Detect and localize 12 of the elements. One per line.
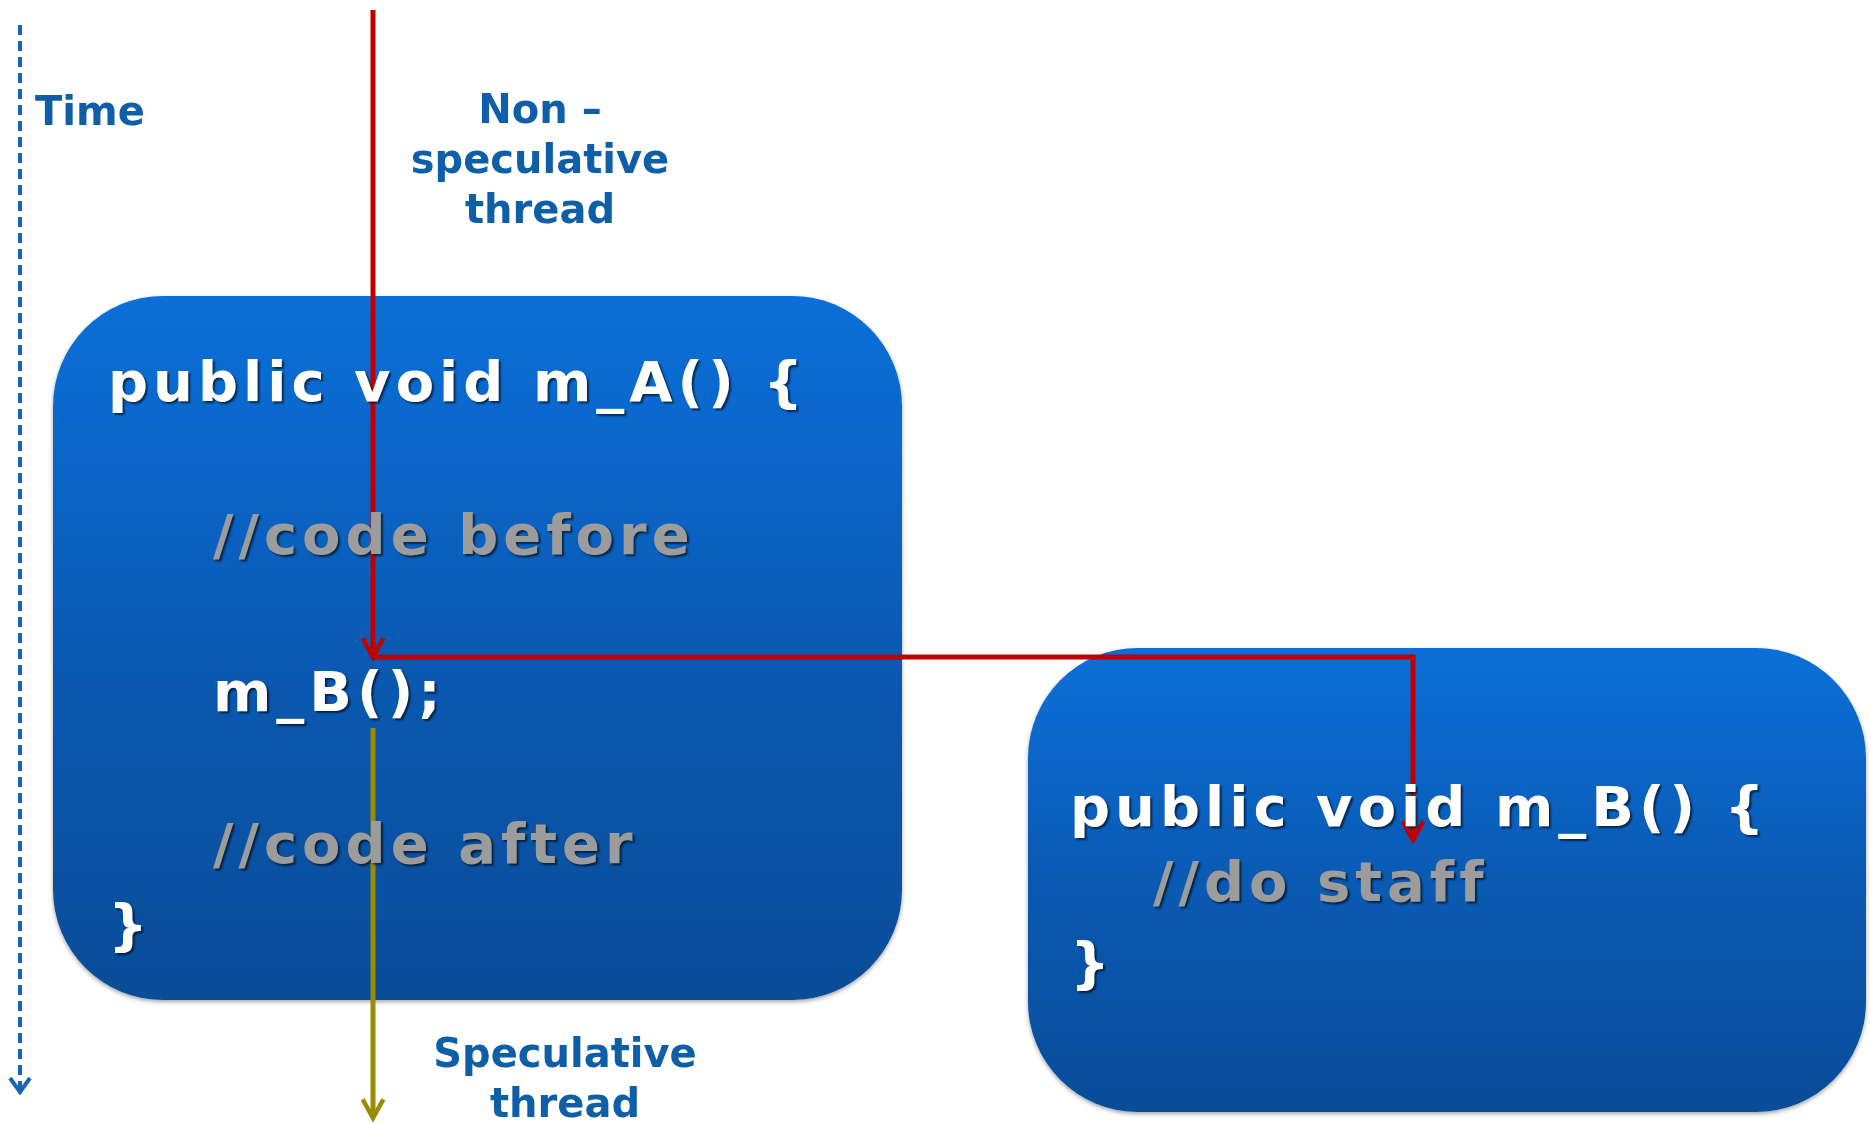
code-line: } [1070, 931, 1115, 995]
code-line: } [108, 893, 153, 957]
arrow [360, 10, 386, 660]
arrow [373, 654, 1426, 843]
code-panel [53, 296, 902, 1000]
arrow [360, 728, 386, 1121]
code-line: m_B(); [213, 660, 446, 724]
thread-label: Speculative thread [432, 1029, 698, 1124]
code-comment: //do staff [1153, 850, 1489, 914]
code-panel [1028, 648, 1866, 1112]
thread-label: Non – speculative thread [409, 85, 671, 234]
axis-label: Time [35, 87, 146, 136]
